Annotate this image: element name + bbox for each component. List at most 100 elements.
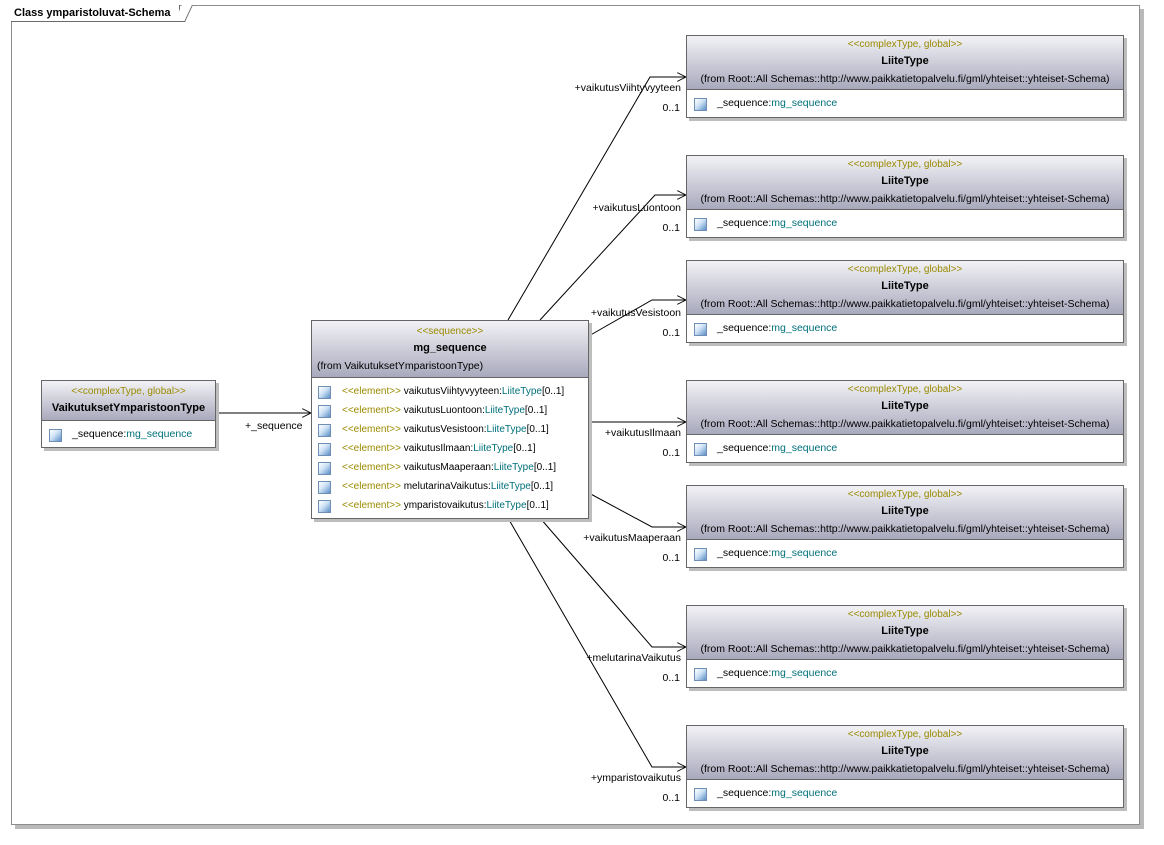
sequence-element-row: <<element>> ymparistovaikutus:LiiteType[… bbox=[312, 496, 588, 515]
attribute-icon bbox=[318, 500, 331, 513]
target-attribute: _sequence:mg_sequence bbox=[687, 784, 1123, 803]
attribute-icon bbox=[318, 424, 331, 437]
element-type: LiiteType bbox=[493, 462, 534, 473]
attribute-icon bbox=[694, 668, 707, 681]
association-role-label: +vaikutusLuontoon bbox=[592, 202, 681, 214]
attribute-icon bbox=[694, 788, 707, 801]
element-multiplicity: [0..1] bbox=[541, 386, 565, 397]
attribute-icon bbox=[694, 548, 707, 561]
element-name: vaikutusLuontoon: bbox=[403, 405, 485, 416]
element-name: vaikutusVesistoon: bbox=[403, 424, 487, 435]
target-class-header: <<complexType, global>> LiiteType (from Ro… bbox=[687, 261, 1123, 315]
target-attribute: _sequence:mg_sequence bbox=[687, 439, 1123, 458]
element-multiplicity: [0..1] bbox=[530, 481, 554, 492]
attribute-name: _sequence: bbox=[717, 322, 772, 334]
element-name: vaikutusViihtyvyyteen: bbox=[403, 386, 502, 397]
attribute-name: _sequence: bbox=[717, 547, 772, 559]
sequence-class-header: <<sequence>> mg_sequence (from Vaikutuks… bbox=[312, 321, 588, 378]
attribute-type: mg_sequence bbox=[771, 442, 838, 454]
edge-vaikutusViihtyvyyteen bbox=[507, 77, 686, 321]
element-type: LiiteType bbox=[484, 405, 525, 416]
target-attribute: _sequence:mg_sequence bbox=[687, 664, 1123, 683]
element-name: melutarinaVaikutus: bbox=[403, 481, 491, 492]
target-class-name: LiiteType bbox=[881, 280, 929, 292]
attribute-name: _sequence: bbox=[717, 97, 772, 109]
association-role-label: +vaikutusMaaperaan bbox=[583, 532, 681, 544]
sequence-element-row: <<element>> vaikutusIlmaan:LiiteType[0..… bbox=[312, 439, 588, 458]
attribute-type: mg_sequence bbox=[771, 547, 838, 559]
diagram-title: Class ymparistoluvat-Schema bbox=[11, 5, 180, 22]
sequence-element-list: <<element>> vaikutusViihtyvyyteen:LiiteT… bbox=[312, 378, 588, 518]
attribute-type: mg_sequence bbox=[126, 428, 193, 440]
sequence-element-row: <<element>> vaikutusVesistoon:LiiteType[… bbox=[312, 420, 588, 439]
target-class-name: LiiteType bbox=[881, 625, 929, 637]
attribute-icon bbox=[694, 98, 707, 111]
source-class-header: <<complexType, global>> VaikutuksetYmpar… bbox=[42, 381, 215, 421]
sequence-name: mg_sequence bbox=[413, 342, 487, 354]
edge-melutarinaVaikutus bbox=[539, 517, 686, 647]
sequence-element-row: <<element>> melutarinaVaikutus:LiiteType… bbox=[312, 477, 588, 496]
element-stereotype: <<element>> bbox=[342, 462, 401, 473]
attribute-icon bbox=[694, 443, 707, 456]
attribute-icon bbox=[318, 386, 331, 399]
target-class-header: <<complexType, global>>LiiteType(from Ro… bbox=[687, 606, 1123, 660]
target-stereotype: <<complexType, global>> bbox=[847, 384, 963, 395]
sequence-element-row: <<element>> vaikutusMaaperaan:LiiteType[… bbox=[312, 458, 588, 477]
target-attribute: _sequence:mg_sequence bbox=[687, 214, 1123, 233]
sequence-stereotype: <<sequence>> bbox=[416, 326, 484, 337]
target-class-box[interactable]: <<complexType, global>>LiiteType(from Ro… bbox=[686, 485, 1124, 568]
association-role-label: +vaikutusViihtyvyyteen bbox=[574, 82, 681, 94]
attribute-name: _sequence: bbox=[717, 217, 772, 229]
target-class-name: LiiteType bbox=[881, 55, 929, 67]
element-multiplicity: [0..1] bbox=[524, 405, 548, 416]
element-stereotype: <<element>> bbox=[342, 443, 401, 454]
target-attribute: _sequence:mg_sequence bbox=[687, 544, 1123, 563]
attribute-icon bbox=[694, 218, 707, 231]
target-class-header: <<complexType, global>> LiiteType (from Ro… bbox=[687, 156, 1123, 210]
target-attribute: _sequence:mg_sequence bbox=[687, 94, 1123, 113]
element-name: ymparistovaikutus: bbox=[403, 500, 487, 511]
attribute-icon bbox=[318, 443, 331, 456]
target-stereotype: <<complexType, global>> bbox=[847, 489, 963, 500]
edge-vaikutusLuontoon bbox=[539, 195, 686, 321]
target-stereotype: <<complexType, global>> bbox=[847, 264, 963, 275]
attribute-name: _sequence: bbox=[717, 442, 772, 454]
association-multiplicity: 0..1 bbox=[662, 327, 680, 339]
target-class-header: <<complexType, global>>LiiteType(from Ro… bbox=[687, 726, 1123, 780]
element-multiplicity: [0..1] bbox=[513, 443, 536, 454]
element-type: LiiteType bbox=[501, 386, 542, 397]
attribute-type: mg_sequence bbox=[771, 667, 838, 679]
edge-ymparistovaikutus bbox=[507, 517, 686, 767]
association-multiplicity: 0..1 bbox=[662, 447, 680, 459]
attribute-type: mg_sequence bbox=[771, 322, 838, 334]
target-class-box[interactable]: <<complexType, global>> LiiteType (from Ro… bbox=[686, 155, 1124, 238]
target-class-name: LiiteType bbox=[881, 175, 929, 187]
sequence-class-box[interactable]: <<sequence>> mg_sequence (from Vaikutuks… bbox=[311, 320, 589, 519]
target-class-header: <<complexType, global>>LiiteType(from Ro… bbox=[687, 36, 1123, 90]
source-class-box[interactable]: <<complexType, global>> VaikutuksetYmpar… bbox=[41, 380, 216, 448]
target-attribute: _sequence:mg_sequence bbox=[687, 319, 1123, 338]
target-from: (from Root::All Schemas::http://www.paik… bbox=[700, 193, 1110, 205]
role-label-sequence: +_sequence bbox=[245, 420, 303, 432]
association-role-label: +ymparistovaikutus bbox=[590, 772, 681, 784]
attribute-icon bbox=[318, 462, 331, 475]
target-stereotype: <<complexType, global>> bbox=[847, 159, 963, 170]
association-role-label: +melutarinaVaikutus bbox=[586, 652, 681, 664]
association-multiplicity: 0..1 bbox=[662, 222, 680, 234]
element-type: LiiteType bbox=[486, 424, 527, 435]
target-class-box[interactable]: <<complexType, global>>LiiteType(from Ro… bbox=[686, 725, 1124, 808]
target-from: (from Root::All Schemas::http://www.paik… bbox=[700, 298, 1110, 310]
attribute-type: mg_sequence bbox=[771, 787, 838, 799]
sequence-element-row: <<element>> vaikutusLuontoon:LiiteType[0… bbox=[312, 401, 588, 420]
edge-vaikutusVesistoon bbox=[586, 300, 686, 338]
target-from: (from Root::All Schemas::http://www.paik… bbox=[700, 763, 1110, 775]
target-class-box[interactable]: <<complexType, global>>LiiteType(from Ro… bbox=[686, 380, 1124, 463]
element-name: vaikutusMaaperaan: bbox=[403, 462, 494, 473]
target-class-box[interactable]: <<complexType, global>>LiiteType(from Ro… bbox=[686, 605, 1124, 688]
target-from: (from Root::All Schemas::http://www.paik… bbox=[700, 643, 1110, 655]
target-from: (from Root::All Schemas::http://www.paik… bbox=[700, 73, 1110, 85]
association-multiplicity: 0..1 bbox=[662, 102, 680, 114]
target-class-box[interactable]: <<complexType, global>> LiiteType (from Ro… bbox=[686, 260, 1124, 343]
target-class-box[interactable]: <<complexType, global>>LiiteType(from Ro… bbox=[686, 35, 1124, 118]
